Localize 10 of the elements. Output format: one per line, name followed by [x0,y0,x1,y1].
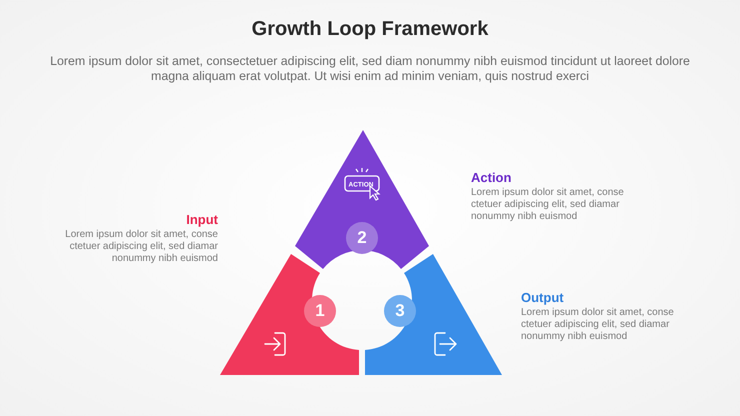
step-heading: Action [471,170,512,185]
title: Growth Loop Framework [250,18,490,41]
subtitle-paragraph: Lorem ipsum dolor sit amet, consectetuer adipiscing elit, sed diam nonummy nibh euismod tincidunt ut laoreet dolore magna aliquam erat volutpat. Ut wisi enim ad minim veniam, quis nostrud exerci [50,54,690,84]
step-description: Lorem ipsum dolor sit amet, conse ctetuer adipiscing elit, sed diamar nonummy nibh euismod [521,307,675,343]
step-number: 3 [384,295,416,327]
step-description: Lorem ipsum dolor sit amet, conse ctetuer adipiscing elit, sed diamar nonummy nibh euismod [471,187,625,223]
step-heading: Input [185,212,218,227]
step-description: Lorem ipsum dolor sit amet, conse ctetuer adipiscing elit, sed diamar nonummy nibh euismod [64,229,218,265]
step-number: 1 [304,295,336,327]
step-heading: Output [521,290,565,305]
